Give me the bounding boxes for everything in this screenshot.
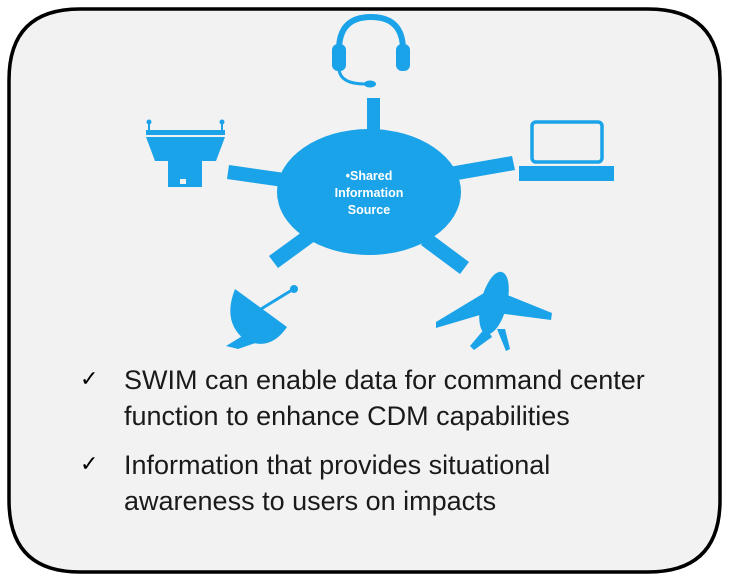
headset-icon	[332, 13, 410, 88]
satellite-dish-icon	[226, 285, 298, 349]
hub-label: •Shared Information Source	[294, 168, 444, 219]
hub-label-line-1: •Shared	[345, 169, 393, 183]
hub-label-line-2: Information	[334, 186, 404, 200]
bullet-1-line-2: function to enhance CDM capabilities	[124, 401, 570, 431]
laptop-icon	[519, 120, 614, 181]
bullet-item: ✓ Information that provides situational …	[80, 447, 730, 519]
airplane-icon	[436, 271, 552, 351]
bullet-item: ✓ SWIM can enable data for command cente…	[80, 362, 730, 434]
bullet-list: ✓ SWIM can enable data for command cente…	[80, 362, 730, 532]
checkmark-icon: ✓	[80, 367, 99, 392]
checkmark-icon: ✓	[80, 452, 99, 477]
connector-spokes	[227, 98, 515, 274]
shared-information-hub	[277, 129, 461, 255]
bullet-1-line-1: SWIM can enable data for command center	[124, 365, 645, 395]
bullet-text: Information that provides situational aw…	[104, 447, 550, 519]
control-tower-icon	[146, 119, 225, 187]
hub-label-line-3: Source	[347, 203, 391, 217]
bullet-text: SWIM can enable data for command center …	[104, 362, 645, 434]
bullet-2-line-1: Information that provides situational	[124, 450, 551, 480]
bullet-2-line-2: awareness to users on impacts	[124, 486, 497, 516]
